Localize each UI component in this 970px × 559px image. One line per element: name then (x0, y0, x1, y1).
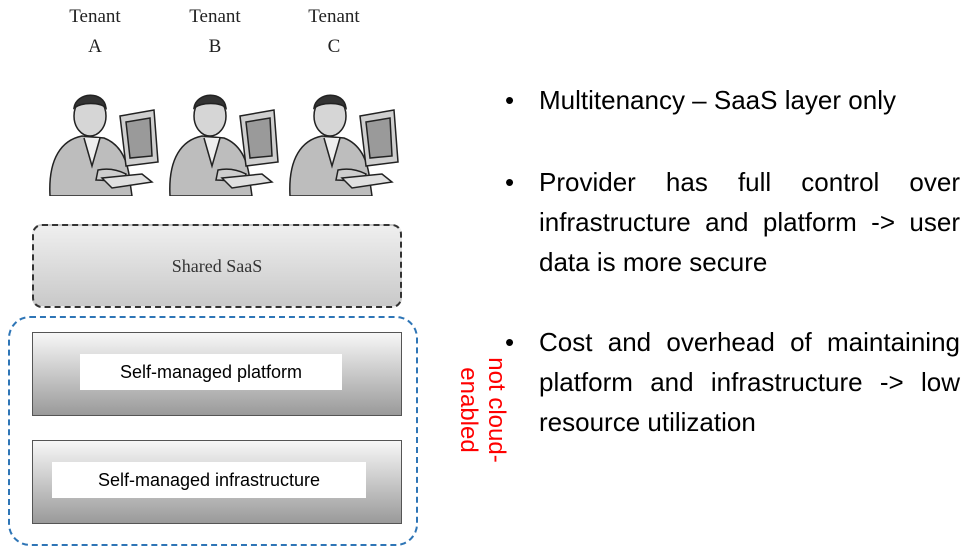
tenant-a-letter: A (88, 36, 102, 57)
tenant-c-word: Tenant (308, 6, 360, 27)
shared-saas-layer: Shared SaaS (32, 224, 402, 308)
infrastructure-label: Self-managed infrastructure (52, 462, 366, 498)
user-at-computer-icon (169, 94, 279, 196)
bullet-item: • Provider has full control over infrast… (505, 162, 960, 282)
bullet-dot: • (505, 167, 515, 197)
tenant-c-letter: C (327, 36, 341, 57)
bullet-text: Provider has full control over infrastru… (539, 167, 960, 277)
tenant-b-label: Tenant B (175, 2, 255, 62)
platform-label: Self-managed platform (80, 354, 342, 390)
tenant-a-word: Tenant (69, 6, 121, 27)
bullet-text: Cost and overhead of maintaining platfor… (539, 327, 960, 437)
bullet-text: Multitenancy – SaaS layer only (539, 85, 896, 115)
tenant-b-letter: B (208, 36, 222, 57)
tenant-c-label: Tenant C (294, 2, 374, 62)
tenant-a-label: Tenant A (55, 2, 135, 62)
bullet-dot: • (505, 85, 515, 115)
user-at-computer-icon (49, 94, 159, 196)
bullet-dot: • (505, 327, 515, 357)
user-at-computer-icon (289, 94, 399, 196)
shared-saas-label: Shared SaaS (171, 255, 263, 276)
bullet-item: • Multitenancy – SaaS layer only (505, 80, 960, 120)
not-cloud-enabled-note: not cloud-enabled (455, 357, 510, 463)
bullet-item: • Cost and overhead of maintaining platf… (505, 322, 960, 442)
tenant-b-word: Tenant (189, 6, 241, 27)
self-managed-group-outline (8, 316, 418, 546)
